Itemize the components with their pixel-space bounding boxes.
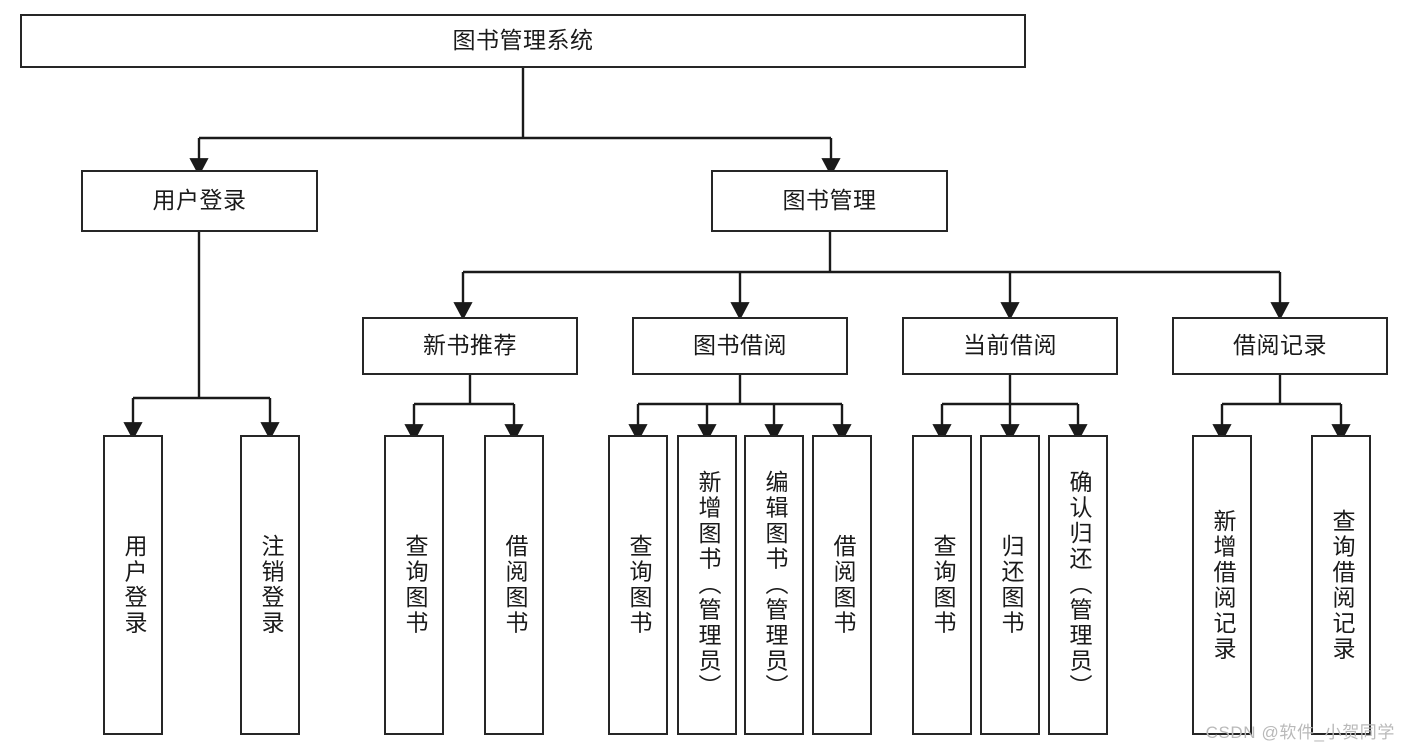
node-book-borrow[interactable]: 图书借阅 bbox=[632, 317, 848, 375]
node-leaf-borrow-book-borrow[interactable]: 借阅图书 bbox=[812, 435, 872, 735]
node-leaf-return-book[interactable]: 归还图书 bbox=[980, 435, 1040, 735]
node-leaf-logout-login[interactable]: 注销登录 bbox=[240, 435, 300, 735]
node-leaf-user-login[interactable]: 用户登录 bbox=[103, 435, 163, 735]
node-label: 用户登录 bbox=[120, 534, 147, 636]
node-label: 查询借阅记录 bbox=[1328, 508, 1355, 662]
node-label: 确认归还（管理员） bbox=[1065, 470, 1092, 700]
csdn-watermark: CSDN @软件_小贺同学 bbox=[1205, 723, 1395, 742]
node-leaf-query-book-current[interactable]: 查询图书 bbox=[912, 435, 972, 735]
node-label: 查询图书 bbox=[401, 534, 428, 636]
node-label: 归还图书 bbox=[997, 534, 1024, 636]
node-leaf-edit-book-admin[interactable]: 编辑图书（管理员） bbox=[744, 435, 804, 735]
node-label: 查询图书 bbox=[929, 534, 956, 636]
node-leaf-borrow-book-recommend[interactable]: 借阅图书 bbox=[484, 435, 544, 735]
node-new-book-recommend[interactable]: 新书推荐 bbox=[362, 317, 578, 375]
node-book-management[interactable]: 图书管理 bbox=[711, 170, 948, 232]
node-user-login[interactable]: 用户登录 bbox=[81, 170, 318, 232]
node-leaf-add-borrow-record[interactable]: 新增借阅记录 bbox=[1192, 435, 1252, 735]
node-label: 借阅图书 bbox=[829, 534, 856, 636]
node-leaf-query-borrow-record[interactable]: 查询借阅记录 bbox=[1311, 435, 1371, 735]
node-label: 图书借阅 bbox=[693, 332, 787, 359]
node-label: 新增借阅记录 bbox=[1209, 508, 1236, 662]
node-borrow-record[interactable]: 借阅记录 bbox=[1172, 317, 1388, 375]
node-label: 图书管理 bbox=[782, 187, 877, 214]
node-label: 注销登录 bbox=[257, 534, 284, 636]
node-label: 用户登录 bbox=[152, 187, 247, 214]
node-leaf-confirm-return-admin[interactable]: 确认归还（管理员） bbox=[1048, 435, 1108, 735]
node-label: 编辑图书（管理员） bbox=[761, 470, 788, 700]
node-label: 新书推荐 bbox=[423, 332, 517, 359]
node-label: 图书管理系统 bbox=[452, 27, 594, 54]
node-root-book-management-system[interactable]: 图书管理系统 bbox=[20, 14, 1026, 68]
node-label: 借阅记录 bbox=[1233, 332, 1327, 359]
node-leaf-query-book-borrow[interactable]: 查询图书 bbox=[608, 435, 668, 735]
node-label: 新增图书（管理员） bbox=[694, 470, 721, 700]
node-leaf-add-book-admin[interactable]: 新增图书（管理员） bbox=[677, 435, 737, 735]
node-leaf-query-book-recommend[interactable]: 查询图书 bbox=[384, 435, 444, 735]
node-label: 当前借阅 bbox=[963, 332, 1057, 359]
node-current-borrow[interactable]: 当前借阅 bbox=[902, 317, 1118, 375]
node-label: 查询图书 bbox=[625, 534, 652, 636]
node-label: 借阅图书 bbox=[501, 534, 528, 636]
